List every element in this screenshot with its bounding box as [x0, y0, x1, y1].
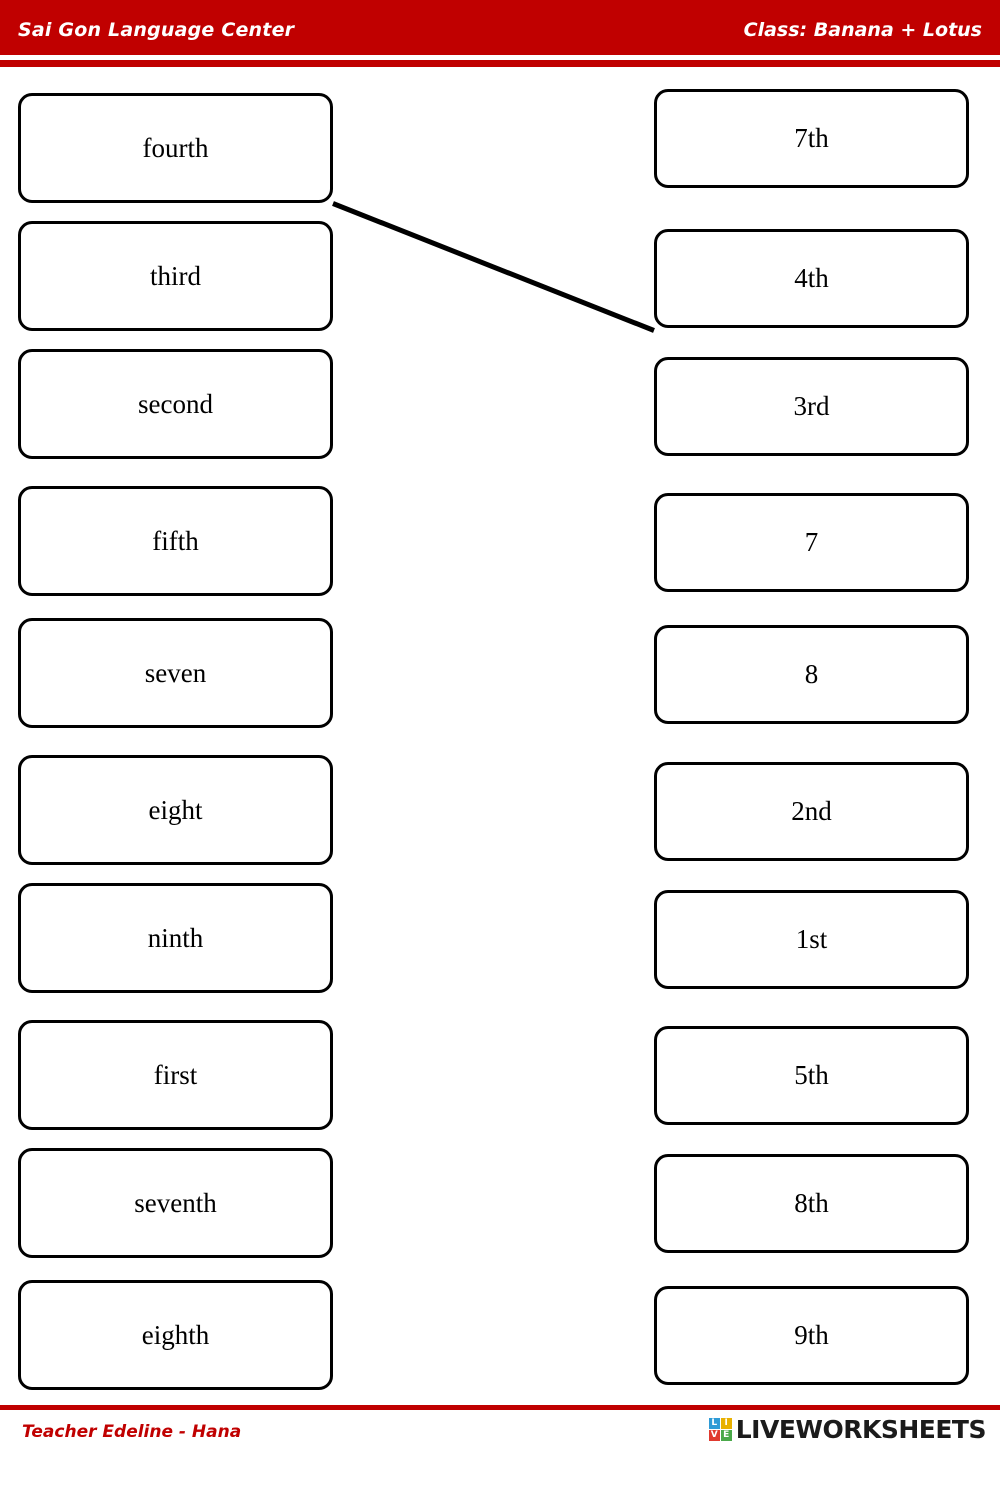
word-card-eighth[interactable]: eighth [18, 1280, 333, 1390]
word-card-fourth[interactable]: fourth [18, 93, 333, 203]
class-label: Class: Banana + Lotus [743, 19, 982, 41]
logo-letter-i: I [720, 1418, 732, 1429]
number-card-8[interactable]: 8 [654, 625, 969, 724]
header-bar: Sai Gon Language Center Class: Banana + … [0, 0, 1000, 55]
word-card-fifth[interactable]: fifth [18, 486, 333, 596]
word-card-seventh[interactable]: seventh [18, 1148, 333, 1258]
liveworksheets-logo-icon: L I V E [708, 1418, 732, 1441]
number-card-7th[interactable]: 7th [654, 89, 969, 188]
worksheet-area: fourth third second fifth seven eight ni… [0, 67, 1000, 1407]
logo-letter-l: L [708, 1418, 720, 1429]
number-card-2nd[interactable]: 2nd [654, 762, 969, 861]
liveworksheets-wordmark: LIVEWORKSHEETS [735, 1415, 987, 1444]
word-card-second[interactable]: second [18, 349, 333, 459]
word-card-third[interactable]: third [18, 221, 333, 331]
word-card-first[interactable]: first [18, 1020, 333, 1130]
page-title: Sai Gon Language Center [18, 19, 295, 41]
word-card-ninth[interactable]: ninth [18, 883, 333, 993]
number-card-1st[interactable]: 1st [654, 890, 969, 989]
word-card-eight[interactable]: eight [18, 755, 333, 865]
number-card-7[interactable]: 7 [654, 493, 969, 592]
footer-rule [0, 1405, 1000, 1410]
logo-letter-e: E [720, 1430, 732, 1441]
logo-letter-v: V [708, 1430, 720, 1441]
number-card-4th[interactable]: 4th [654, 229, 969, 328]
number-card-3rd[interactable]: 3rd [654, 357, 969, 456]
liveworksheets-brand[interactable]: L I V E LIVEWORKSHEETS [708, 1415, 987, 1444]
connector-fourth-4th [332, 201, 655, 333]
number-card-9th[interactable]: 9th [654, 1286, 969, 1385]
number-card-5th[interactable]: 5th [654, 1026, 969, 1125]
number-card-8th[interactable]: 8th [654, 1154, 969, 1253]
footer-teacher: Teacher Edeline - Hana [22, 1422, 242, 1442]
word-card-seven[interactable]: seven [18, 618, 333, 728]
header-underline [0, 60, 1000, 67]
